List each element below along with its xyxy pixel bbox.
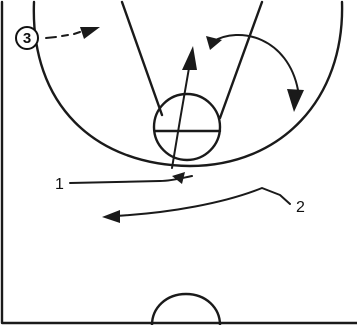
player-2-path: 2: [102, 187, 305, 223]
label-2: 2: [296, 199, 305, 216]
player-3-cut-arrow: [45, 27, 100, 39]
player-3-label: 3: [23, 30, 31, 47]
lane-line-right: [218, 0, 264, 120]
lane-cut-path: [171, 67, 190, 169]
player-1-path: 1: [55, 172, 193, 193]
player-3-marker: 3: [15, 26, 39, 50]
player-1-arrow-head: [172, 172, 185, 184]
player-3-dashed-path: [45, 31, 81, 39]
player-1-line: [69, 175, 193, 184]
center-circle-arc: [150, 292, 222, 325]
player-3-arrow-head: [80, 27, 100, 39]
lane-cut-arrow: [171, 46, 197, 169]
hoop: [152, 92, 222, 162]
curved-rotation-start-head: [206, 36, 222, 50]
curved-rotation-path: [211, 34, 299, 91]
three-point-arc: [32, 0, 344, 168]
label-1: 1: [55, 176, 64, 193]
hoop-circle: [152, 92, 222, 162]
free-throw-lane: [120, 0, 264, 120]
curved-rotation-arrow: [206, 34, 304, 112]
curved-rotation-end-head: [287, 89, 304, 112]
player-3-circle: [15, 26, 39, 50]
player-2-line: [114, 187, 291, 217]
lane-line-left: [120, 0, 164, 117]
player-2-arrow-head: [102, 210, 120, 223]
lane-cut-arrow-head: [182, 46, 197, 70]
